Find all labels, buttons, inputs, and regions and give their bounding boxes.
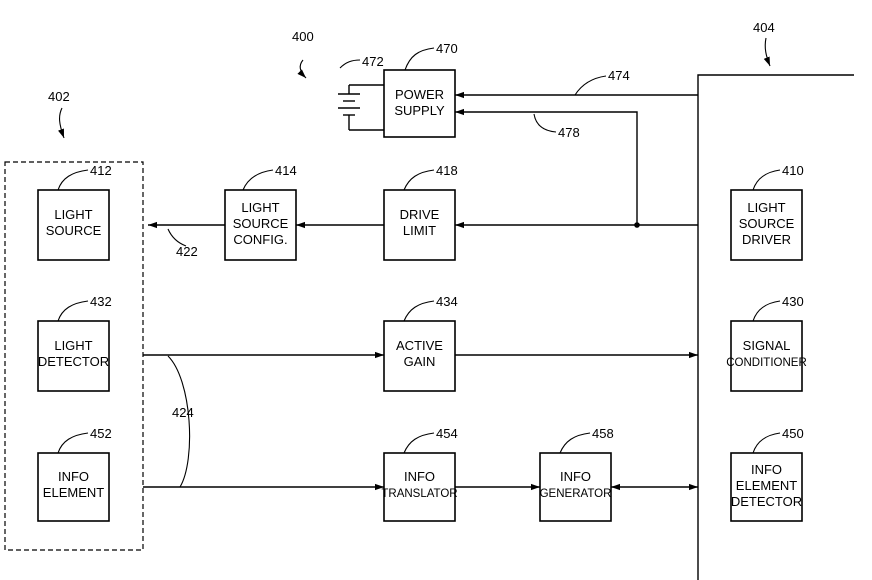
ref-450: 450 bbox=[782, 426, 804, 441]
info-translator-block: INFO TRANSLATOR bbox=[381, 453, 457, 521]
svg-text:SOURCE: SOURCE bbox=[46, 223, 102, 238]
svg-text:ELEMENT: ELEMENT bbox=[43, 485, 104, 500]
svg-text:ELEMENT: ELEMENT bbox=[736, 478, 797, 493]
svg-text:LIMIT: LIMIT bbox=[403, 223, 436, 238]
svg-text:DETECTOR: DETECTOR bbox=[38, 354, 109, 369]
leader-474 bbox=[575, 76, 606, 95]
ref-418: 418 bbox=[436, 163, 458, 178]
ref-434: 434 bbox=[436, 294, 458, 309]
leader-472 bbox=[340, 60, 360, 68]
ref-412: 412 bbox=[90, 163, 112, 178]
ref-414: 414 bbox=[275, 163, 297, 178]
svg-text:LIGHT: LIGHT bbox=[54, 338, 92, 353]
light-source-driver-block: LIGHT SOURCE DRIVER bbox=[731, 190, 802, 260]
svg-text:INFO: INFO bbox=[751, 462, 782, 477]
ref-454: 454 bbox=[436, 426, 458, 441]
leader-414 bbox=[243, 170, 273, 190]
cable-424-arc bbox=[168, 356, 190, 487]
leader-430 bbox=[753, 301, 780, 321]
ref-478: 478 bbox=[558, 125, 580, 140]
svg-text:CONDITIONER: CONDITIONER bbox=[726, 357, 807, 369]
leader-402 bbox=[60, 108, 64, 138]
svg-text:SOURCE: SOURCE bbox=[233, 216, 289, 231]
ref-470: 470 bbox=[436, 41, 458, 56]
light-source-block: LIGHT SOURCE bbox=[38, 190, 109, 260]
svg-text:CONFIG.: CONFIG. bbox=[233, 232, 287, 247]
svg-text:SIGNAL: SIGNAL bbox=[743, 338, 791, 353]
svg-text:DRIVE: DRIVE bbox=[400, 207, 440, 222]
power-supply-block: POWER SUPPLY bbox=[384, 70, 455, 137]
leader-400 bbox=[300, 60, 306, 78]
svg-text:POWER: POWER bbox=[395, 87, 444, 102]
leader-410 bbox=[753, 170, 780, 190]
info-element-detector-block: INFO ELEMENT DETECTOR bbox=[731, 453, 802, 521]
ref-422: 422 bbox=[176, 244, 198, 259]
ref-458: 458 bbox=[592, 426, 614, 441]
ref-472: 472 bbox=[362, 54, 384, 69]
svg-text:INFO: INFO bbox=[58, 469, 89, 484]
ref-432: 432 bbox=[90, 294, 112, 309]
ref-404: 404 bbox=[753, 20, 775, 35]
leader-450 bbox=[753, 433, 780, 453]
svg-text:LIGHT: LIGHT bbox=[241, 200, 279, 215]
light-source-config-block: LIGHT SOURCE CONFIG. bbox=[225, 190, 296, 260]
battery-symbol bbox=[338, 85, 384, 130]
svg-text:SOURCE: SOURCE bbox=[739, 216, 795, 231]
svg-text:ACTIVE: ACTIVE bbox=[396, 338, 443, 353]
svg-text:DETECTOR: DETECTOR bbox=[731, 494, 802, 509]
ref-430: 430 bbox=[782, 294, 804, 309]
leader-470 bbox=[405, 48, 434, 70]
leader-478 bbox=[534, 114, 556, 132]
leader-434 bbox=[404, 301, 434, 321]
svg-text:DRIVER: DRIVER bbox=[742, 232, 791, 247]
leader-418 bbox=[404, 170, 434, 190]
leader-404 bbox=[765, 38, 770, 66]
svg-text:GAIN: GAIN bbox=[404, 354, 436, 369]
info-generator-block: INFO GENERATOR bbox=[540, 453, 612, 521]
ref-452: 452 bbox=[90, 426, 112, 441]
info-element-block: INFO ELEMENT bbox=[38, 453, 109, 521]
ref-400: 400 bbox=[292, 29, 314, 44]
svg-text:LIGHT: LIGHT bbox=[747, 200, 785, 215]
ref-424: 424 bbox=[172, 405, 194, 420]
power-line-478 bbox=[455, 112, 637, 225]
light-detector-block: LIGHT DETECTOR bbox=[38, 321, 109, 391]
leader-452 bbox=[58, 433, 88, 453]
ref-410: 410 bbox=[782, 163, 804, 178]
leader-432 bbox=[58, 301, 88, 321]
signal-conditioner-block: SIGNAL CONDITIONER bbox=[726, 321, 807, 391]
svg-text:INFO: INFO bbox=[560, 469, 591, 484]
leader-458 bbox=[560, 433, 590, 453]
svg-text:TRANSLATOR: TRANSLATOR bbox=[381, 488, 457, 500]
svg-text:INFO: INFO bbox=[404, 469, 435, 484]
ref-474: 474 bbox=[608, 68, 630, 83]
drive-limit-block: DRIVE LIMIT bbox=[384, 190, 455, 260]
active-gain-block: ACTIVE GAIN bbox=[384, 321, 455, 391]
svg-text:GENERATOR: GENERATOR bbox=[540, 488, 612, 500]
svg-text:SUPPLY: SUPPLY bbox=[394, 103, 445, 118]
ref-402: 402 bbox=[48, 89, 70, 104]
leader-412 bbox=[58, 170, 88, 190]
leader-454 bbox=[404, 433, 434, 453]
svg-text:LIGHT: LIGHT bbox=[54, 207, 92, 222]
